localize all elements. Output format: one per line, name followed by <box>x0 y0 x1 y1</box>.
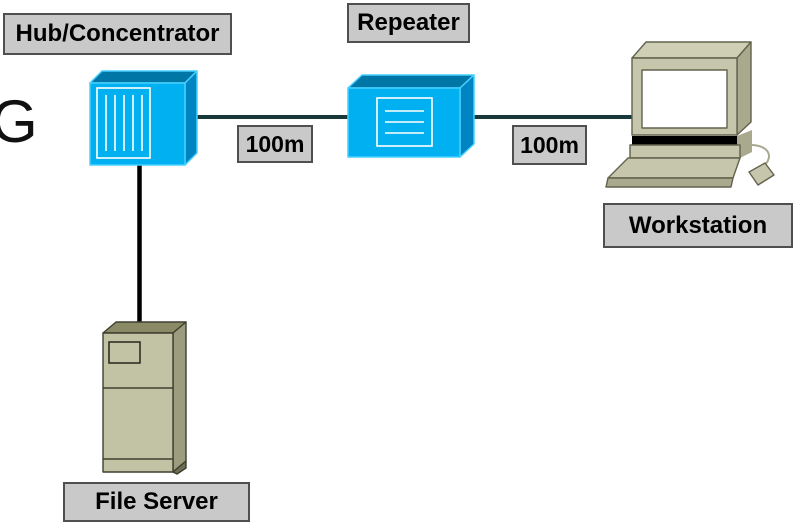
keyboard-front <box>605 177 734 188</box>
server-bottom-shadow <box>172 460 187 475</box>
monitor-top-face <box>631 41 752 59</box>
server-drive-bay <box>108 341 141 364</box>
monitor-screen <box>641 69 728 129</box>
server-front-face <box>102 332 174 473</box>
base-unit <box>629 144 741 159</box>
base-side-face <box>737 130 752 158</box>
file-server-icon <box>102 321 187 475</box>
clipped-heading-text: G <box>0 88 38 155</box>
repeater-icon <box>347 74 475 158</box>
hub-label: Hub/Concentrator <box>3 13 232 55</box>
repeater-label: Repeater <box>347 3 470 43</box>
repeater-side-face <box>459 74 475 158</box>
hub-port-lines <box>105 95 143 151</box>
repeater-panel-outline <box>376 97 433 147</box>
mouse-cable <box>751 144 770 168</box>
hub-top-face <box>89 70 198 84</box>
server-top-face <box>102 321 187 334</box>
workstation-label: Workstation <box>603 203 793 248</box>
server-side-face <box>172 321 187 473</box>
mouse-body <box>748 162 775 186</box>
link-distance-label-hub-repeater: 100m <box>237 125 313 163</box>
hub-panel-outline <box>96 87 151 159</box>
monitor-side-face <box>736 41 752 136</box>
keyboard-top <box>607 157 741 179</box>
link-distance-label-repeater-workstation: 100m <box>512 125 587 165</box>
repeater-slot-lines <box>385 110 424 134</box>
hub-side-face <box>184 70 198 166</box>
monitor-stand-slot <box>632 136 737 145</box>
hub-icon <box>89 70 198 166</box>
repeater-top-face <box>347 74 475 89</box>
file-server-label: File Server <box>63 482 250 522</box>
workstation-icon <box>605 41 775 188</box>
hub-front-face <box>89 82 186 166</box>
